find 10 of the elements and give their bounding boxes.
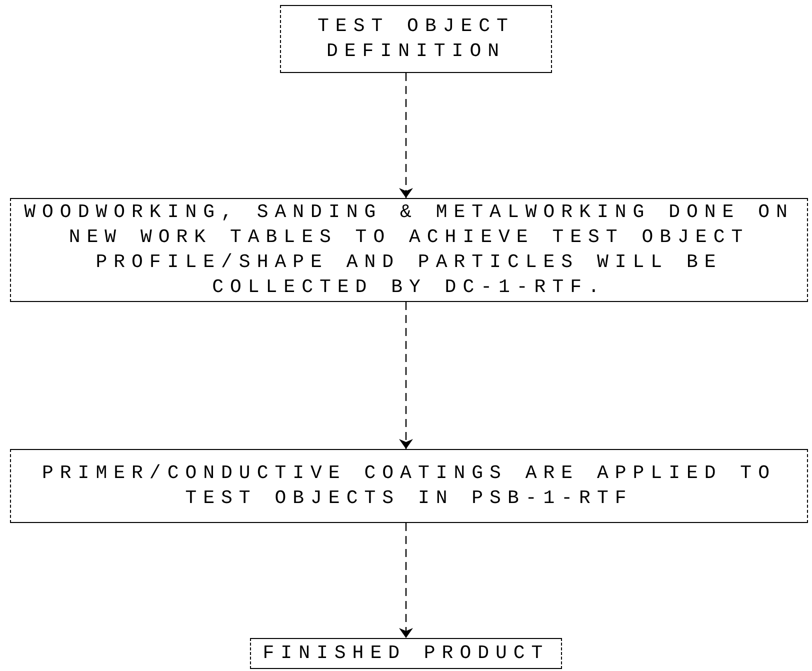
arrow — [399, 73, 413, 198]
arrow — [399, 523, 413, 638]
process-box — [250, 638, 562, 669]
box-text: FINISHED PRODUCT — [262, 641, 550, 666]
arrow — [399, 302, 413, 449]
process-box — [280, 5, 552, 73]
box-text: PRIMER/CONDUCTIVE COATINGS ARE APPLIED TO TEST OBJECTS IN PSB-1-RTF — [41, 461, 777, 511]
process-box — [10, 449, 808, 523]
box-text: WOODWORKING, SANDING & METALWORKING DONE ON NEW WORK TABLES TO ACHIEVE TEST OBJECT PROFILE/SHAPE AND PARTICLES WILL BE COLLECTED BY DC-1-RTF. — [23, 200, 795, 300]
box-text: TEST OBJECT DEFINITION — [316, 14, 516, 64]
